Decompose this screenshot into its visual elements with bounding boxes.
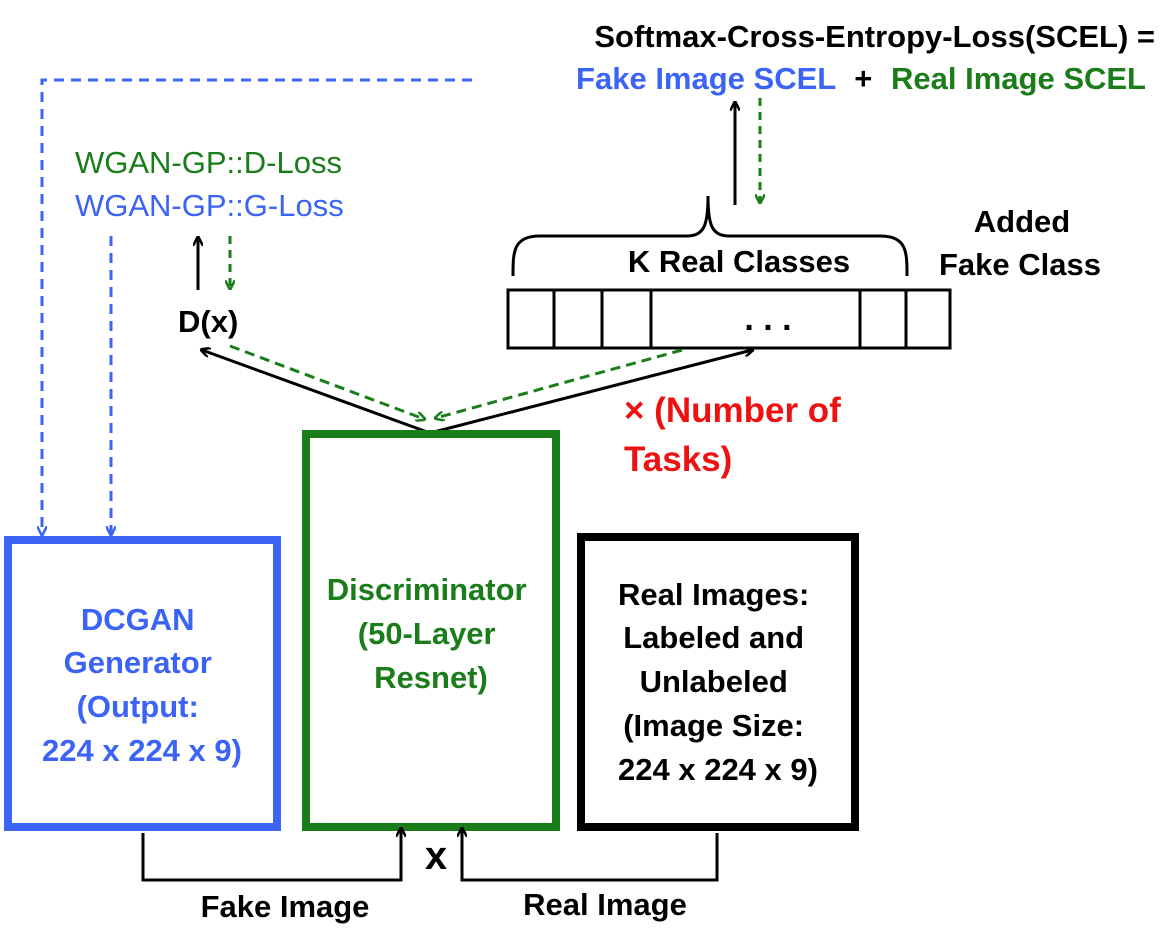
discriminator-to-classes-arrow [429,350,752,435]
class-vector [506,288,952,350]
discriminator-label-line: Resnet) [374,660,488,695]
number-of-tasks-line1: × (Number of [624,391,841,430]
class-ellipsis: . . . [744,300,791,338]
fake-scel-to-generator-arrow [42,78,472,534]
real-images-box [577,533,859,831]
loss-equation: Fake Image SCEL + Real Image SCEL [576,61,1146,96]
real-images-label: Real Images: Labeled and Unlabeled (Imag… [618,577,818,787]
classes-to-discriminator-arrow [436,348,683,418]
added-fake-class-label-line1: Added [974,204,1070,239]
real-image-label: Real Image [523,887,687,922]
fake-image-scel: Fake Image SCEL [576,61,836,96]
real-image-flow-arrow [462,829,719,882]
k-real-classes-brace [511,195,909,277]
loss-title: Softmax-Cross-Entropy-Loss(SCEL) = [594,19,1155,54]
discriminator-to-dx-arrow [202,350,431,435]
real-images-label-line: 224 x 224 x 9) [618,752,818,787]
fake-image-label: Fake Image [201,889,370,924]
discriminator-label-line: (50-Layer [358,616,496,651]
wgan-d-loss-label: WGAN-GP::D-Loss [75,145,342,180]
generator-box [4,536,281,831]
fake-image-flow-arrow [141,829,401,882]
added-fake-class-label-line2: Fake Class [939,247,1101,282]
number-of-tasks-line2: Tasks) [624,440,732,479]
k-real-classes-label: K Real Classes [628,244,850,279]
real-image-scel: Real Image SCEL [891,61,1146,96]
discriminator-box [302,430,560,831]
generator-label-line: Generator [64,645,212,680]
real-images-label-line: Unlabeled [640,664,788,699]
generator-label-line: (Output: [77,689,199,724]
generator-label-line: 224 x 224 x 9) [42,733,242,768]
discriminator-label: Discriminator (50-Layer Resnet) [327,572,535,695]
generator-label: DCGAN Generator (Output: 224 x 224 x 9) [42,602,242,768]
generator-label-line: DCGAN [81,602,195,637]
real-images-label-line: Labeled and [623,620,804,655]
real-images-label-line: Real Images: [618,577,809,612]
discriminator-label-line: Discriminator [327,572,527,607]
input-x-label: x [425,834,447,878]
wgan-g-loss-label: WGAN-GP::G-Loss [75,188,344,223]
loss-plus-sign: + [854,61,872,96]
dx-to-discriminator-arrow [229,344,424,419]
real-images-label-line: (Image Size: [623,708,804,743]
dx-label: D(x) [178,304,238,339]
